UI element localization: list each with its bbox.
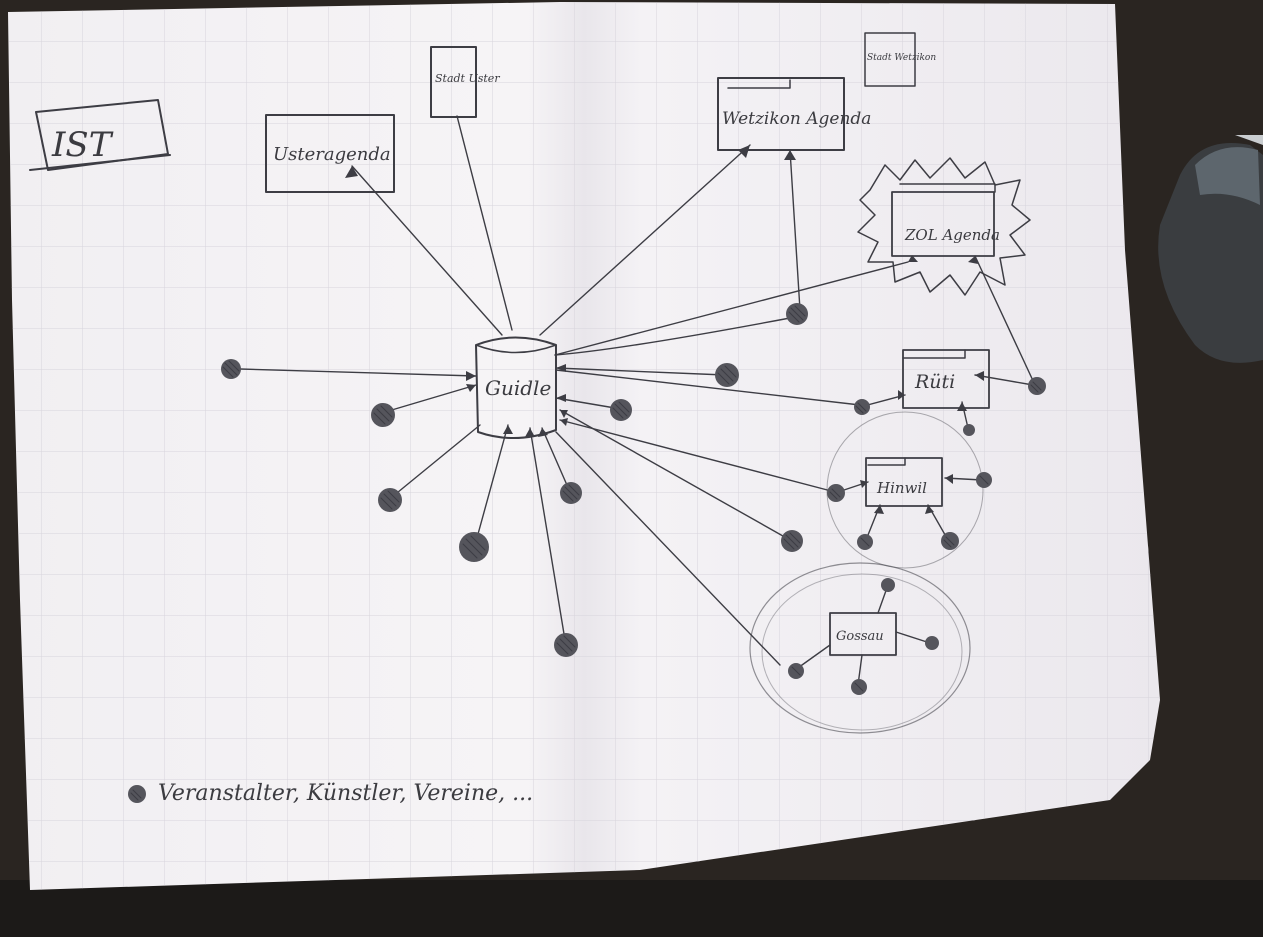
node-icon <box>963 424 975 436</box>
computer-mouse-icon <box>1158 135 1263 363</box>
node-icon <box>560 482 582 504</box>
box-rueti: Rüti <box>902 349 990 409</box>
box-rueti-label: Rüti <box>914 371 955 393</box>
title-label: IST <box>51 125 114 165</box>
legend-symbol-icon <box>128 785 146 803</box>
box-stadt-wetzikon-label: Stadt Wetzikon <box>867 53 936 63</box>
legend: Veranstalter, Künstler, Vereine, ... <box>128 781 533 806</box>
box-usteragenda: Usteragenda <box>265 114 395 193</box>
box-gossau: Gossau <box>749 562 971 734</box>
node-icon <box>459 532 489 562</box>
contributor-nodes <box>221 303 1046 695</box>
title-box: IST <box>29 99 171 171</box>
node-icon <box>786 303 808 325</box>
box-stadt-uster: Stadt Uster <box>430 46 500 118</box>
connections <box>239 115 1036 686</box>
node-icon <box>854 399 870 415</box>
box-hinwil: Hinwil <box>826 411 984 569</box>
box-wetzikon-agenda: Wetzikon Agenda <box>717 77 871 151</box>
hub-label: Guidle <box>485 376 551 400</box>
box-stadt-uster-label: Stadt Uster <box>435 72 500 85</box>
node-icon <box>925 636 939 650</box>
node-icon <box>976 472 992 488</box>
box-zol-agenda-label: ZOL Agenda <box>904 226 1000 244</box>
node-icon <box>715 363 739 387</box>
box-usteragenda-label: Usteragenda <box>273 144 391 165</box>
node-icon <box>827 484 845 502</box>
arrowheads <box>345 145 984 514</box>
node-icon <box>554 633 578 657</box>
node-icon <box>610 399 632 421</box>
legend-text: Veranstalter, Künstler, Vereine, ... <box>158 781 533 806</box>
node-icon <box>857 534 873 550</box>
box-gossau-label: Gossau <box>836 629 884 644</box>
box-zol-agenda: ZOL Agenda <box>857 157 1031 296</box>
box-stadt-wetzikon: Stadt Wetzikon <box>864 32 936 87</box>
box-hinwil-label: Hinwil <box>876 479 927 497</box>
node-icon <box>781 530 803 552</box>
node-icon <box>788 663 804 679</box>
node-icon <box>881 578 895 592</box>
box-wetzikon-agenda-label: Wetzikon Agenda <box>722 109 871 129</box>
node-icon <box>221 359 241 379</box>
node-icon <box>1028 377 1046 395</box>
node-icon <box>851 679 867 695</box>
node-icon <box>371 403 395 427</box>
node-icon <box>378 488 402 512</box>
node-icon <box>941 532 959 550</box>
hub-guidle: Guidle <box>475 336 557 439</box>
